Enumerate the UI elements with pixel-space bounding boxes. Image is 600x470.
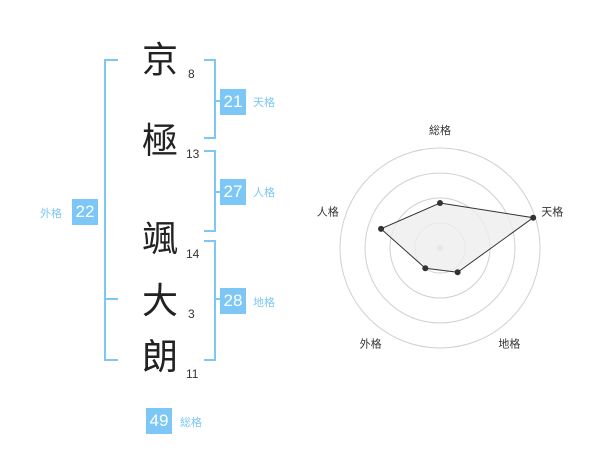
gaikaku-label: 外格 (40, 207, 62, 220)
name-char-4: 大 (141, 281, 178, 322)
radar-point-4 (422, 265, 429, 272)
tenkaku-label: 天格 (253, 96, 275, 109)
radar-ring (364, 172, 516, 324)
name-char-3: 颯 (141, 219, 178, 260)
radar-axis-label-1: 総格 (429, 123, 451, 137)
tenkaku-bracket-bottom (204, 137, 216, 139)
stroke-count-3: 14 (186, 247, 200, 261)
radar-point-3 (454, 269, 461, 276)
name-char-5: 朗 (141, 337, 178, 378)
radar-axis-label-2: 天格 (541, 205, 563, 219)
soukaku-value-badge: 49 (146, 408, 172, 434)
radar-axis-label-4: 外格 (360, 336, 382, 350)
tenkaku-bracket-stub (214, 100, 220, 102)
chikaku-bracket-stub (214, 298, 220, 300)
radar-point-5 (378, 225, 385, 232)
gaikaku-bracket-bottom (104, 359, 118, 361)
tenkaku-bracket-vertical (214, 59, 216, 139)
gaikaku-value-badge: 22 (72, 199, 98, 225)
name-char-1: 京 (141, 40, 178, 81)
radar-point-2 (530, 214, 537, 221)
stroke-count-4: 3 (188, 307, 195, 321)
chikaku-bracket-top (204, 240, 216, 242)
gaikaku-bracket-top (104, 59, 118, 61)
tenkaku-value-badge: 21 (220, 89, 246, 115)
gaikaku-bracket-mid (104, 298, 118, 300)
radar-axis-label-3: 地格 (498, 336, 520, 350)
chikaku-bracket-vertical (214, 240, 216, 361)
radar-polygon (380, 202, 535, 273)
soukaku-label: 総格 (180, 416, 202, 429)
stroke-count-1: 8 (188, 67, 195, 81)
stroke-count-5: 11 (186, 367, 199, 381)
jinkaku-label: 人格 (253, 186, 275, 199)
chikaku-bracket-bottom (204, 359, 216, 361)
chikaku-label: 地格 (253, 296, 275, 309)
jinkaku-bracket-top (204, 150, 216, 152)
radar-ring (339, 147, 541, 349)
chikaku-value-badge: 28 (220, 288, 246, 314)
gaikaku-bracket-vertical (104, 59, 106, 361)
radar-point-1 (437, 200, 443, 206)
tenkaku-bracket-top (204, 59, 216, 61)
jinkaku-bracket-stub (214, 191, 220, 193)
stroke-count-2: 13 (186, 147, 200, 161)
name-char-2: 極 (141, 121, 178, 162)
jinkaku-bracket-bottom (204, 230, 216, 232)
radar-axis-label-5: 人格 (317, 205, 339, 219)
jinkaku-value-badge: 27 (220, 179, 246, 205)
